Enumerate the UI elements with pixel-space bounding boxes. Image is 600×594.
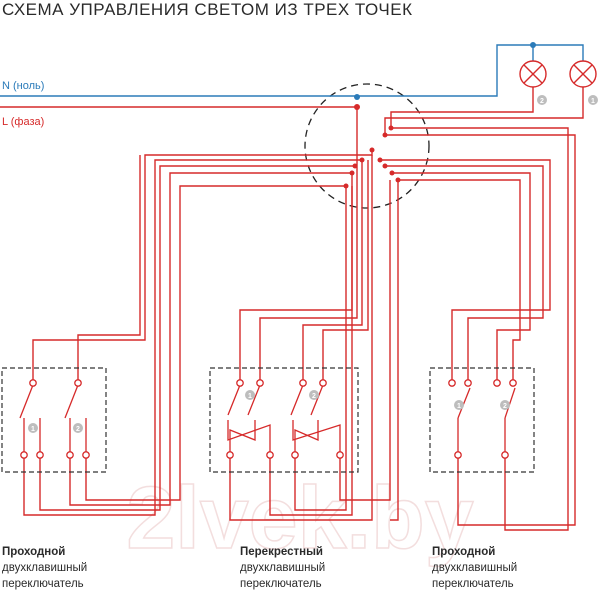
right-switch-title: Проходной xyxy=(432,546,496,558)
watermark: 2lvek.by xyxy=(126,468,473,567)
left-switch-wires xyxy=(23,150,373,516)
right-switch-caption: Проходной двухклавишный переключатель xyxy=(432,544,517,592)
right-switch-line1: двухклавишный xyxy=(432,562,518,574)
middle-switch-title: Перекрестный xyxy=(240,546,323,558)
left-switch-title: Проходной xyxy=(2,546,66,558)
left-switch-contacts xyxy=(19,379,90,459)
junction-dots xyxy=(343,147,401,189)
neutral-label: N (ноль) xyxy=(2,80,44,92)
left-key-1: 1 xyxy=(31,426,35,433)
middle-key-1: 1 xyxy=(248,393,252,400)
lamp-1-marker xyxy=(588,95,598,105)
diagram-title: СХЕМА УПРАВЛЕНИЯ СВЕТОМ ИЗ ТРЕХ ТОЧЕК xyxy=(2,0,413,19)
right-switch-box xyxy=(429,367,535,473)
neutral-top-dot xyxy=(530,42,536,48)
right-key-2: 2 xyxy=(503,403,507,410)
neutral-wire xyxy=(0,44,584,97)
right-switch-line2: переключатель xyxy=(432,578,514,590)
left-key-2: 2 xyxy=(76,426,80,433)
lamp-feed-wires xyxy=(384,87,584,135)
lamp-2 xyxy=(519,60,547,88)
left-switch-line2: переключатель xyxy=(2,578,84,590)
middle-switch-line1: двухклавишный xyxy=(240,562,326,574)
middle-key-2: 2 xyxy=(312,393,316,400)
lamp-1 xyxy=(569,60,597,88)
left-switch-box xyxy=(1,367,107,473)
phase-junction-dot xyxy=(354,104,360,110)
phase-wire xyxy=(0,106,358,160)
phase-label: L (фаза) xyxy=(2,116,44,128)
right-switch-wires xyxy=(380,127,576,531)
middle-switch-line2: переключатель xyxy=(240,578,322,590)
middle-switch-box xyxy=(209,367,359,473)
left-switch-caption: Проходной двухклавишный переключатель xyxy=(2,544,87,592)
neutral-junction-dot xyxy=(354,94,360,100)
middle-switch-wires xyxy=(229,155,391,521)
junction-box xyxy=(304,83,430,209)
right-switch-contacts xyxy=(448,379,517,459)
lamp-1-number: 1 xyxy=(591,98,595,105)
right-key-1: 1 xyxy=(457,403,461,410)
middle-switch-caption: Перекрестный двухклавишный переключатель xyxy=(240,544,325,592)
lamp-2-number: 2 xyxy=(540,98,544,105)
left-switch-line1: двухклавишный xyxy=(2,562,88,574)
middle-switch-contacts xyxy=(226,379,344,459)
lamp-2-marker xyxy=(537,95,547,105)
